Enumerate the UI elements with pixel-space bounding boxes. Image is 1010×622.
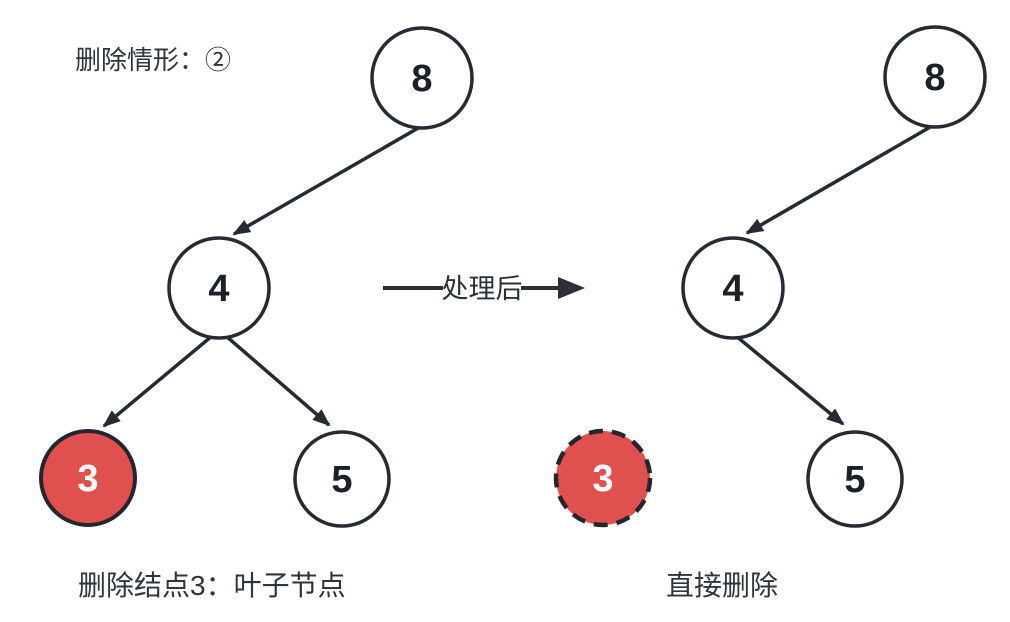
diagram-title: 删除情形：② bbox=[75, 45, 231, 75]
after-edge-8-4 bbox=[745, 124, 933, 235]
after-node-8-value: 8 bbox=[924, 57, 945, 99]
before-node-4-value: 4 bbox=[208, 268, 229, 310]
after-node-3-value: 3 bbox=[592, 458, 613, 500]
after-node-8-circle bbox=[883, 25, 987, 129]
before-edge-4-5 bbox=[224, 334, 331, 427]
before-node-3-circle bbox=[39, 429, 137, 527]
after-node-4-circle bbox=[681, 236, 785, 340]
transition-label: 处理后 bbox=[442, 274, 523, 304]
before-node-5: 5 bbox=[293, 430, 391, 528]
before-node-4: 4 bbox=[167, 236, 271, 340]
before-node-8-circle bbox=[370, 26, 474, 130]
after-tree-caption: 直接删除 bbox=[666, 570, 778, 601]
after-node-3-deleted: 3 bbox=[553, 428, 653, 528]
after-node-8: 8 bbox=[883, 25, 987, 129]
after-node-4-value: 4 bbox=[722, 268, 743, 310]
after-edge-4-5 bbox=[734, 334, 845, 426]
after-node-5-circle bbox=[806, 430, 904, 528]
transition-arrowhead-icon bbox=[558, 277, 585, 299]
after-node-5-value: 5 bbox=[844, 459, 865, 501]
before-node-8: 8 bbox=[370, 26, 474, 130]
before-node-3-value: 3 bbox=[77, 458, 98, 500]
transition-arrow: 处理后 bbox=[383, 274, 585, 304]
before-node-5-value: 5 bbox=[331, 459, 352, 501]
after-node-4: 4 bbox=[681, 236, 785, 340]
before-tree-caption: 删除结点3：叶子节点 bbox=[78, 570, 346, 601]
after-node-3-circle bbox=[553, 428, 653, 528]
after-tree: 8 4 3 5 bbox=[553, 25, 987, 528]
before-node-3-delete-target: 3 bbox=[39, 429, 137, 527]
before-node-8-value: 8 bbox=[411, 58, 432, 100]
before-node-4-circle bbox=[167, 236, 271, 340]
before-edge-8-4 bbox=[232, 125, 421, 236]
before-tree: 8 4 3 5 bbox=[39, 26, 474, 528]
before-edge-4-3 bbox=[102, 334, 214, 428]
after-node-5: 5 bbox=[806, 430, 904, 528]
before-node-5-circle bbox=[293, 430, 391, 528]
